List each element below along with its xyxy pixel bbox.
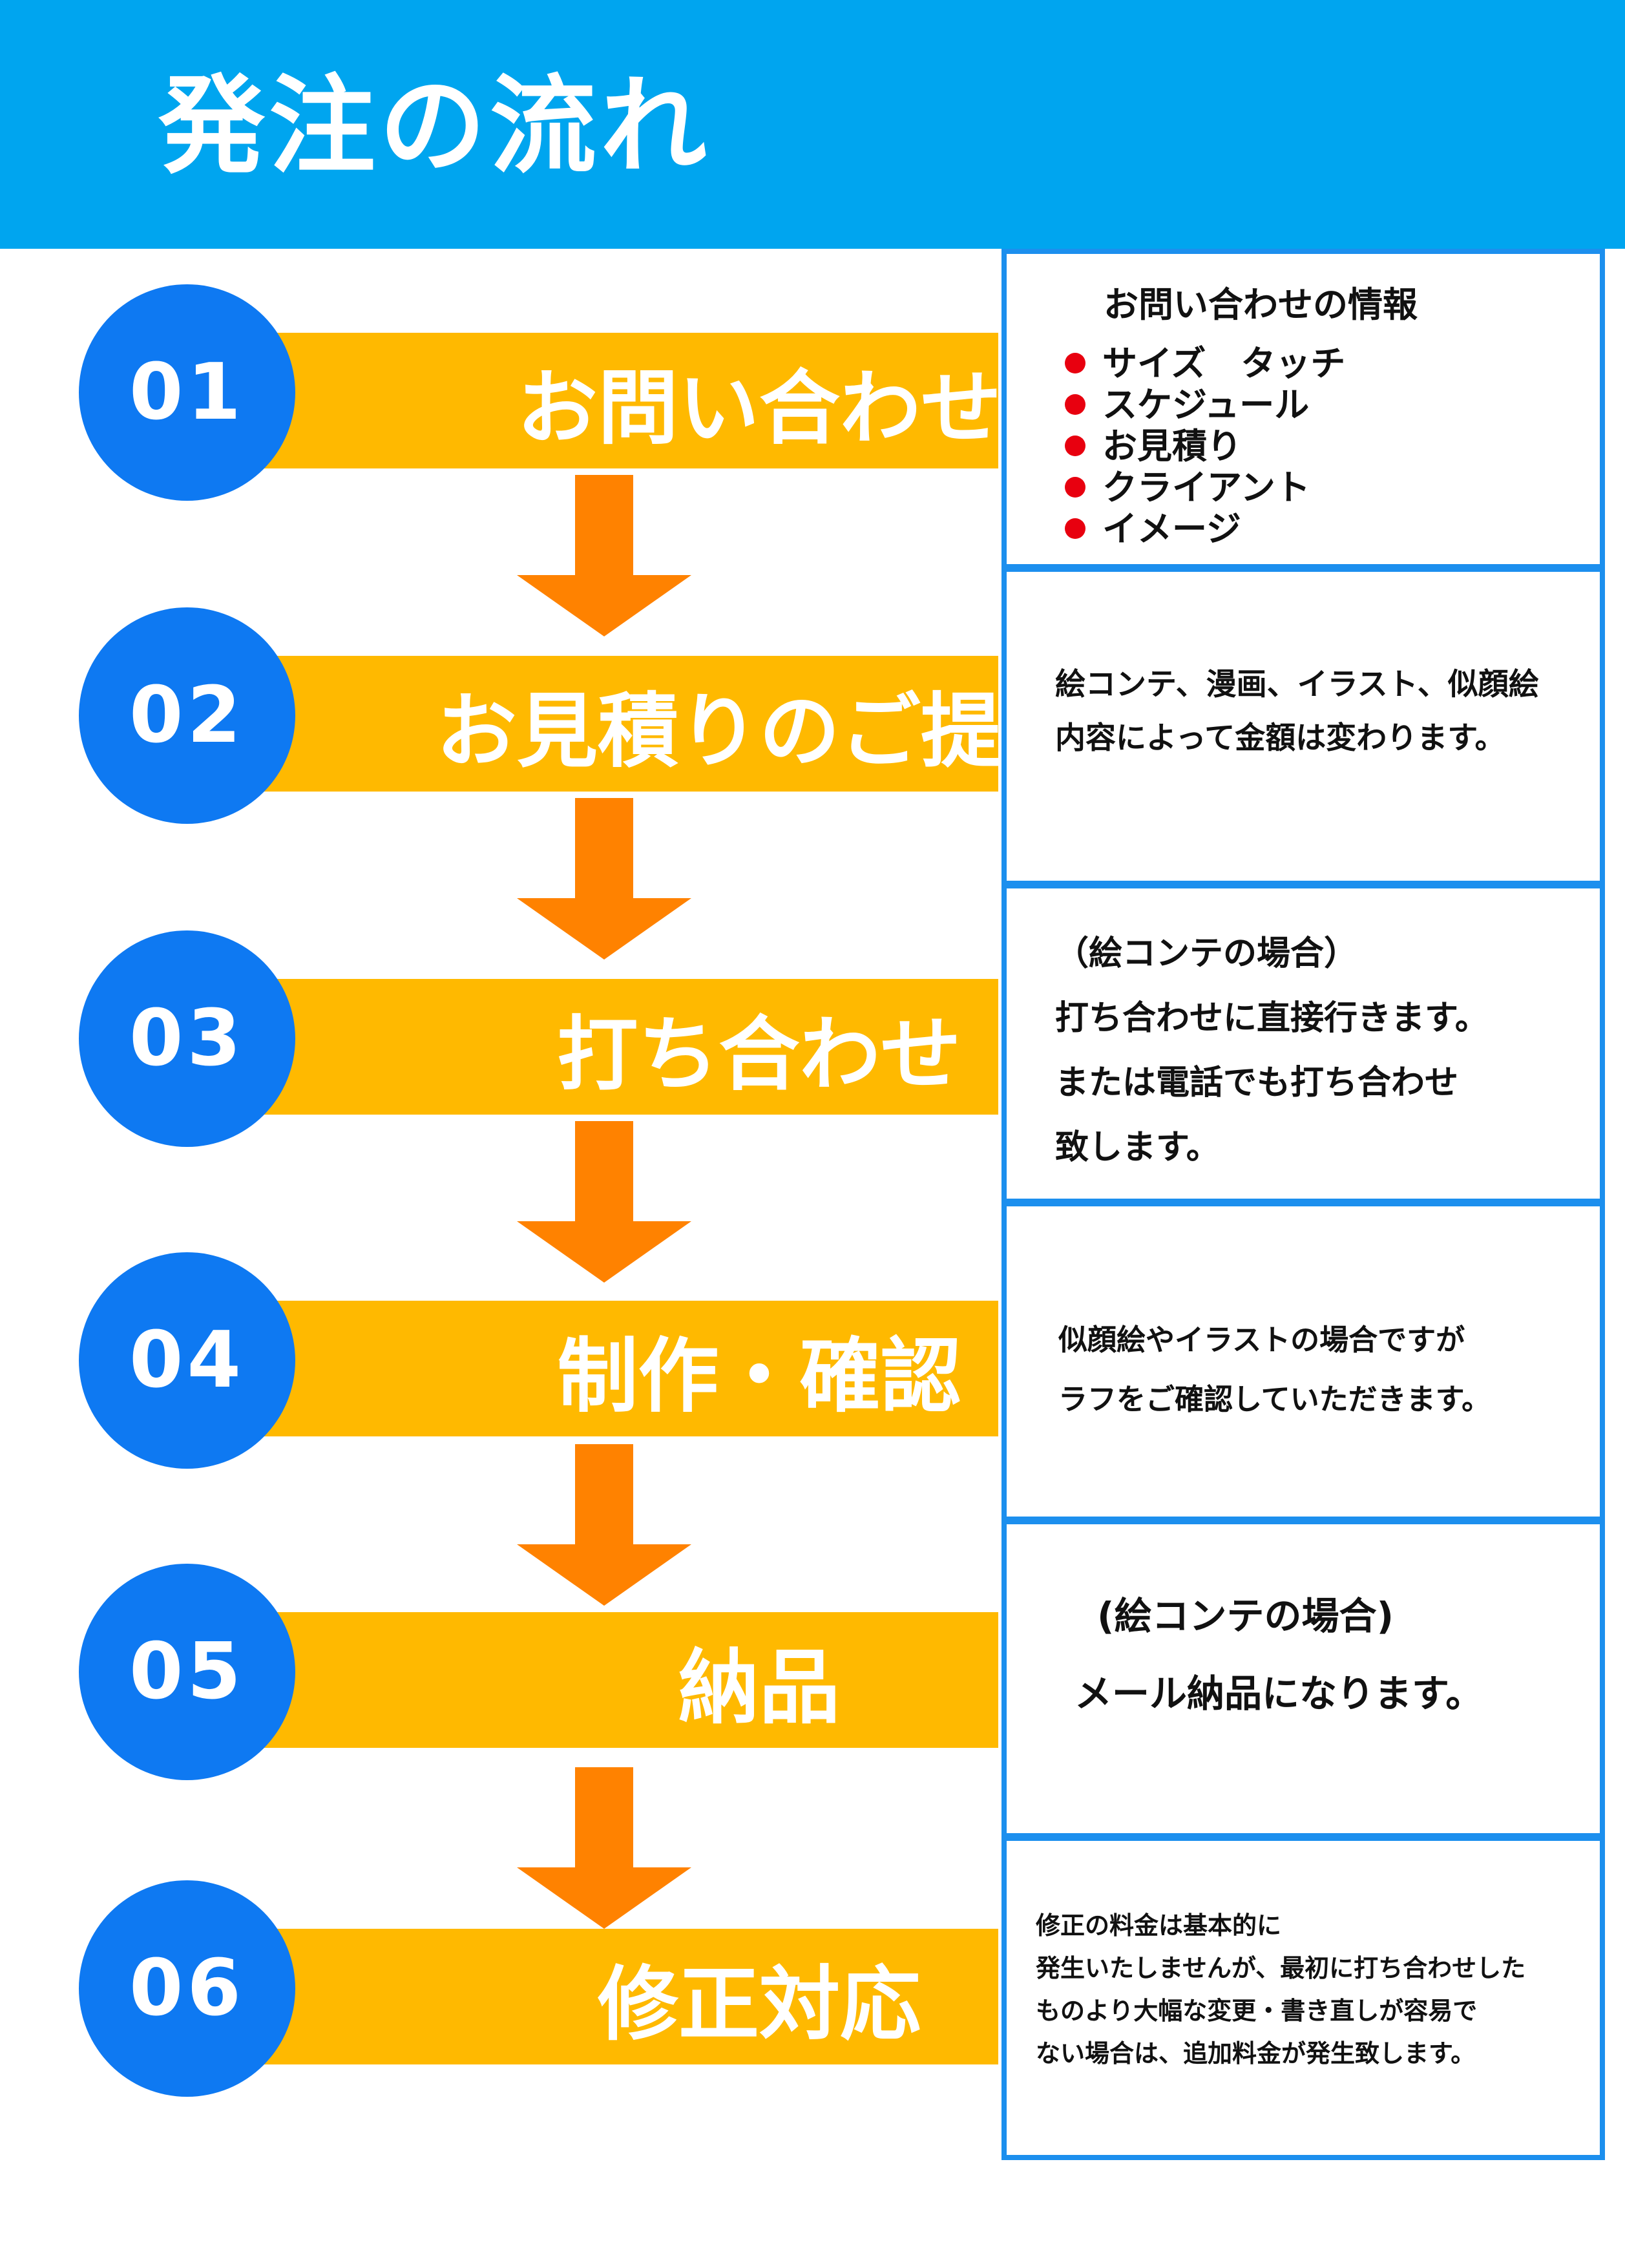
arrow-down-icon [517,1121,691,1283]
step-01: お問い合わせ 01 [0,284,1008,507]
info-text-line: 致します。 [1055,1128,1220,1167]
step-number-badge: 02 [79,607,295,824]
arrow-down-icon [517,475,691,636]
step-02: お見積りのご提出 02 [0,607,1082,830]
info-text-line: ものより大幅な変更・書き直しが容易で [1036,1997,1478,2025]
step-bar: 納品 [249,1612,998,1748]
bullet-icon [1065,436,1085,457]
info-text-line: (絵コンテの場合) [1097,1594,1394,1638]
step-number-badge: 05 [79,1564,295,1780]
step-03: 打ち合わせ 03 [0,930,1008,1153]
step-label: お問い合わせ [517,361,1001,456]
info-text-line: ない場合は、追加料金が発生致します。 [1036,2039,1476,2068]
list-item: クライアント [1065,459,1310,510]
step-number-badge: 04 [79,1252,295,1469]
list-item: お見積り [1065,417,1242,468]
step-label: 制作・確認 [557,1329,961,1423]
step-bar: 打ち合わせ [249,979,998,1115]
step-bar: 制作・確認 [249,1301,998,1436]
step-label: 納品 [678,1641,840,1735]
bullet-icon [1065,394,1085,415]
step-bar: お見積りのご提出 [249,656,1082,792]
info-text-line: 発生いたしませんが、最初に打ち合わせした [1036,1954,1526,1982]
list-item: イメージ [1065,500,1241,551]
step-number-badge: 03 [79,930,295,1147]
info-box-estimate: 絵コンテ、漫画、イラスト、似顔絵 内容によって金額は変わります。 [1001,567,1605,886]
arrow-down-icon [517,798,691,960]
arrow-down-icon [517,1767,691,1929]
header-banner: 発注の流れ [0,0,1625,249]
step-label: 打ち合わせ [557,1007,961,1102]
info-text-line: 打ち合わせに直接行きます。 [1055,999,1489,1038]
info-text-line: 内容によって金額は変わります。 [1055,720,1505,756]
step-05: 納品 05 [0,1564,1008,1787]
info-text-line: 修正の料金は基本的に [1036,1911,1282,1940]
bullet-icon [1065,353,1085,374]
info-box-production: 似顔絵やイラストの場合ですが ラフをご確認していただきます。 [1001,1201,1605,1522]
info-box-meeting: （絵コンテの場合） 打ち合わせに直接行きます。 または電話でも打ち合わせ 致しま… [1001,883,1605,1204]
step-bar: お問い合わせ [249,333,1001,468]
info-text-line: （絵コンテの場合） [1055,934,1358,973]
list-item: サイズ タッチ [1065,335,1345,386]
bullet-icon [1065,477,1085,498]
page-title: 発注の流れ [158,64,711,188]
info-box-delivery: (絵コンテの場合) メール納品になります。 [1001,1519,1605,1838]
step-number-badge: 06 [79,1880,295,2097]
arrow-down-icon [517,1444,691,1606]
list-item: スケジュール [1065,376,1309,427]
step-06: 修正対応 06 [0,1880,1008,2103]
info-text-line: メール納品になります。 [1075,1672,1483,1716]
info-heading: お問い合わせの情報 [1104,284,1418,325]
info-text-line: または電話でも打ち合わせ [1055,1064,1459,1102]
step-04: 制作・確認 04 [0,1252,1008,1475]
info-box-inquiry: お問い合わせの情報 サイズ タッチ スケジュール お見積り クライアント イメー… [1001,249,1605,569]
info-text-line: ラフをご確認していただきます。 [1058,1382,1491,1416]
step-label: 修正対応 [598,1957,921,2052]
info-text-line: 絵コンテ、漫画、イラスト、似顔絵 [1055,667,1539,702]
info-box-revision: 修正の料金は基本的に 発生いたしませんが、最初に打ち合わせした ものより大幅な変… [1001,1836,1605,2160]
step-number-badge: 01 [79,284,295,501]
bullet-icon [1065,518,1085,540]
info-text-line: 似顔絵やイラストの場合ですが [1058,1323,1465,1357]
step-label: お見積りのご提出 [436,684,1082,779]
step-bar: 修正対応 [249,1929,998,2064]
